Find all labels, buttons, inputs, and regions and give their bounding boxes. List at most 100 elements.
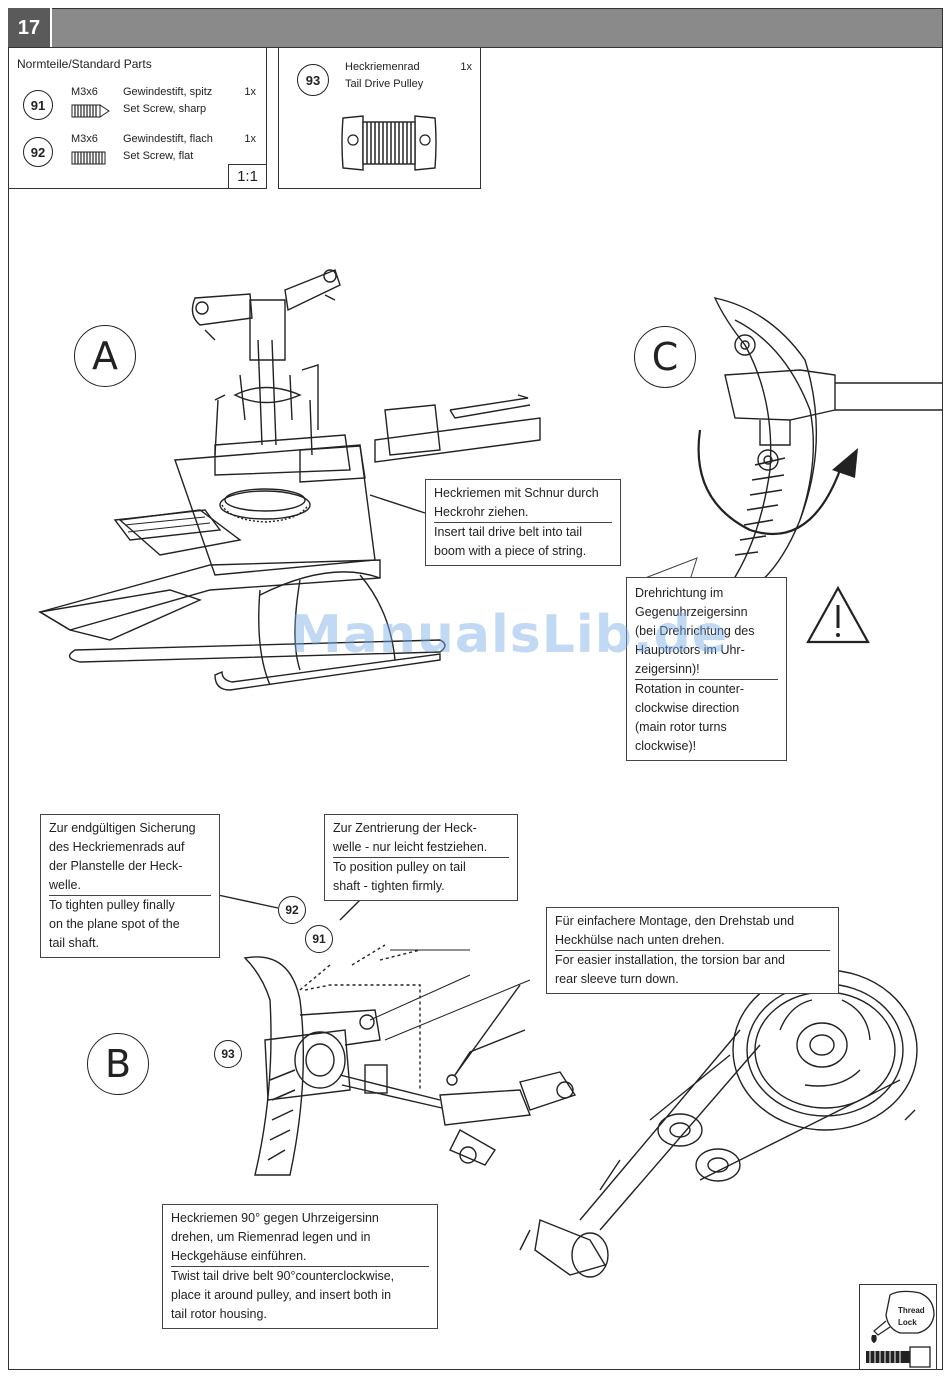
set-screw-sharp-icon: [71, 104, 110, 118]
callout-centering: Zur Zentrierung der Heck- welle - nur le…: [324, 814, 518, 901]
callout-easier-install: Für einfachere Montage, den Drehstab und…: [546, 907, 839, 994]
callout-text-de: (bei Drehrichtung des: [635, 624, 755, 638]
callout-text-en: tail shaft.: [49, 936, 100, 950]
callout-text-en: shaft - tighten firmly.: [333, 879, 445, 893]
rotation-arrow-icon: [697, 429, 842, 535]
callout-text-en: clockwise)!: [635, 739, 697, 753]
standard-parts-box: Normteile/Standard Parts 91 M3x6 Gewinde…: [8, 47, 267, 189]
part-name-en: Set Screw, sharp: [123, 103, 207, 115]
platform-base: [38, 589, 202, 641]
tail-rotor-hub-b: [439, 1089, 531, 1126]
tail-boom: [374, 417, 541, 463]
callout-text-de: Heckriemen 90° gegen Uhrzeigersinn: [171, 1211, 379, 1225]
callout-text-en: place it around pulley, and insert both …: [171, 1288, 392, 1302]
callout-text-en: To tighten pulley finally: [49, 898, 175, 912]
tail-housing-b: [264, 1029, 351, 1101]
part-marker-91: 91: [305, 925, 333, 953]
callout-rotation-direction: Drehrichtung im Gegenuhrzeigersinn (bei …: [626, 577, 787, 761]
callout-text-de: drehen, um Riemenrad legen und in: [171, 1230, 371, 1244]
pulley-name-de: Heckriemenrad: [345, 61, 420, 73]
watermark: ManualsLib.de: [290, 605, 729, 665]
callout-text-en: (main rotor turns: [635, 720, 727, 734]
pulley-name-en: Tail Drive Pulley: [345, 78, 424, 90]
callout-text-en: on the plane spot of the: [49, 917, 180, 931]
main-gear-b: [732, 969, 918, 1131]
main-gear: [219, 490, 311, 520]
swashplate: [233, 386, 302, 404]
set-screw-flat-icon: [71, 151, 106, 165]
callout-text-en: clockwise direction: [635, 701, 740, 715]
callout-text-de: Heckgehäuse einführen.: [171, 1249, 307, 1263]
callout-text-en: rear sleeve turn down.: [555, 972, 679, 986]
thread-lock-line: Lock: [898, 1318, 917, 1327]
pulley-quantity: 1x: [460, 61, 472, 73]
skid-right: [214, 653, 441, 691]
part-quantity: 1x: [244, 133, 256, 145]
callout-text-de: Hauptrotors im Uhr-: [635, 643, 745, 657]
callout-final-securing: Zur endgültigen Sicherung des Heckriemen…: [40, 814, 220, 958]
tail-arrow: [449, 394, 531, 419]
standard-parts-title: Normteile/Standard Parts: [17, 57, 152, 71]
frame-main: [174, 444, 376, 576]
rotor-head: [249, 299, 286, 361]
motor-block: [299, 445, 366, 483]
part-name-en: Set Screw, flat: [123, 150, 194, 162]
callout-text-en: tail rotor housing.: [171, 1307, 267, 1321]
section-label-c: C: [634, 326, 696, 388]
landing-gear: [258, 571, 396, 686]
blade-grip-left: [191, 293, 253, 326]
skid-left: [68, 639, 446, 663]
platform-front: [113, 509, 222, 541]
part-number-92: 92: [23, 137, 53, 167]
belt: [579, 1029, 901, 1231]
thread-lock-icon: [866, 1290, 935, 1368]
frame-upper: [214, 434, 351, 476]
tail-output: [534, 1219, 607, 1276]
pulley-part-box: 93 Heckriemenrad Tail Drive Pulley 1x: [278, 47, 481, 189]
section-label-b: B: [87, 1033, 149, 1095]
callout-text-de: welle - nur leicht festziehen.: [333, 840, 488, 854]
part-row-92: 92 M3x6 Gewindestift, flach Set Screw, f…: [17, 133, 262, 173]
callout-text-de: Drehrichtung im: [635, 586, 724, 600]
thread-lock-box: Thread Lock: [859, 1284, 937, 1370]
tail-shaft-b: [339, 1074, 443, 1109]
blade-grip-right: [284, 269, 341, 312]
part-number-93: 93: [297, 64, 329, 96]
callout-text-de: welle.: [49, 878, 81, 892]
callout-text-de: Zur Zentrierung der Heck-: [333, 821, 477, 835]
tail-fin-b: [243, 956, 305, 1176]
callout-text-de: Gegenuhrzeigersinn: [635, 605, 748, 619]
section-label-a: A: [74, 325, 136, 387]
pulley-icon: [341, 115, 437, 171]
part-row-91: 91 M3x6 Gewindestift, spitz Set Screw, s…: [17, 86, 262, 126]
part-quantity: 1x: [244, 86, 256, 98]
part-size: M3x6: [71, 86, 98, 98]
step-number: 17: [8, 8, 52, 48]
rotor-shaft: [257, 339, 277, 446]
callout-text-en: For easier installation, the torsion bar…: [555, 953, 785, 967]
callout-text-en: Twist tail drive belt 90°counterclockwis…: [171, 1269, 395, 1283]
callout-text-de: des Heckriemenrads auf: [49, 840, 185, 854]
callout-text-de: zeigersinn)!: [635, 662, 700, 676]
part-name-de: Gewindestift, spitz: [123, 86, 213, 98]
callout-text-de: Heckrohr ziehen.: [434, 505, 529, 519]
part-name-de: Gewindestift, flach: [123, 133, 213, 145]
callout-text-en: boom with a piece of string.: [434, 544, 587, 558]
part-number-91: 91: [23, 90, 53, 120]
callout-text-de: der Planstelle der Heck-: [49, 859, 183, 873]
callout-twist-belt: Heckriemen 90° gegen Uhrzeigersinn drehe…: [162, 1204, 438, 1329]
part-marker-93: 93: [214, 1040, 242, 1068]
callout-text-de: Für einfachere Montage, den Drehstab und: [555, 914, 795, 928]
thread-lock-label: Thread Lock: [898, 1305, 925, 1329]
callout-text-de: Heckhülse nach unten drehen.: [555, 933, 725, 947]
callout-text-en: Rotation in counter-: [635, 682, 745, 696]
warning-icon: [806, 585, 870, 644]
callout-tail-belt-string: Heckriemen mit Schnur durch Heckrohr zie…: [425, 479, 621, 566]
callout-text-en: To position pulley on tail: [333, 860, 466, 874]
part-size: M3x6: [71, 133, 98, 145]
callout-text-en: Insert tail drive belt into tail: [434, 525, 582, 539]
scale-indicator: 1:1: [228, 164, 266, 188]
tail-housing: [384, 404, 441, 456]
callout-text-de: Zur endgültigen Sicherung: [49, 821, 196, 835]
